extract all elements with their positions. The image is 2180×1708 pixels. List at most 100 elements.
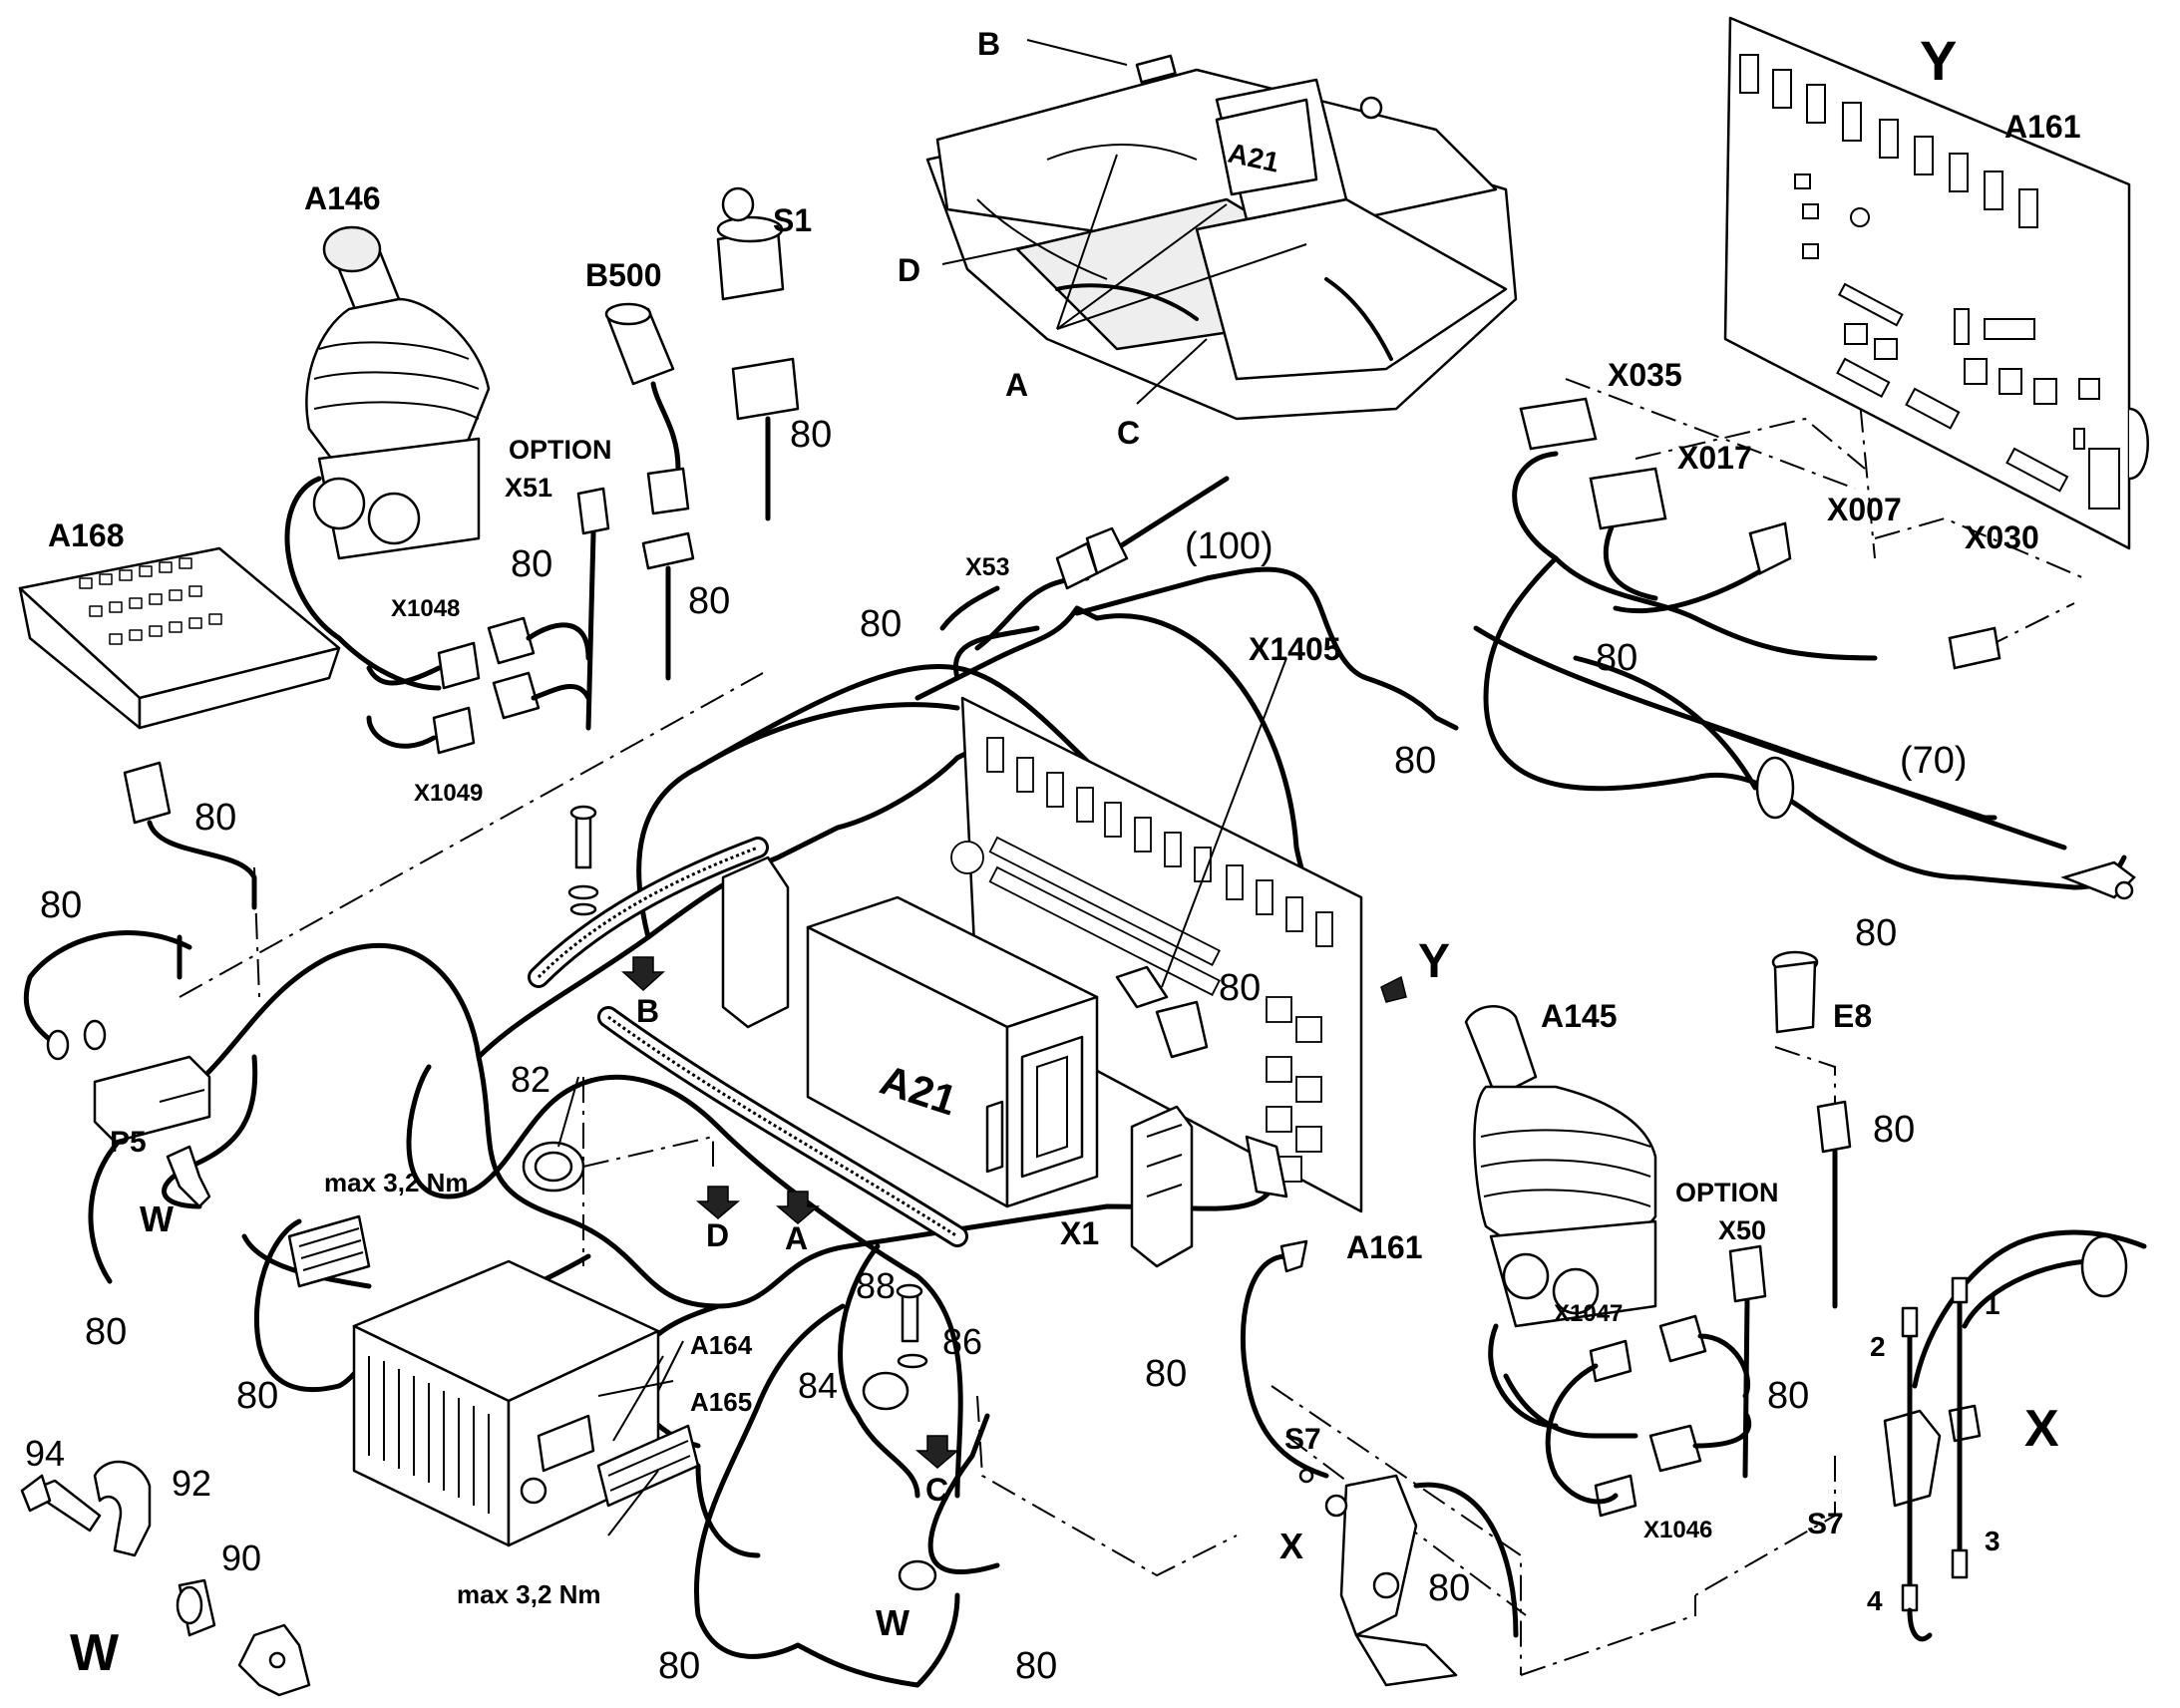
label-70: (70) <box>1900 740 1968 782</box>
label-pin-4: 4 <box>1867 1585 1883 1616</box>
w-detail <box>20 1460 311 1697</box>
wire-ref: 80 <box>1394 740 1436 782</box>
e8-lamp <box>1771 950 1852 1309</box>
wire-ref: 80 <box>511 543 552 585</box>
label-a161-top: A161 <box>2004 109 2081 145</box>
b500-sensor <box>604 302 695 681</box>
label-w-clip-1: W <box>140 1198 174 1239</box>
label-arrow-y: Y <box>1418 935 1450 988</box>
wire-ref: 80 <box>194 797 236 839</box>
label-x1047: X1047 <box>1554 1300 1623 1327</box>
label-x1046: X1046 <box>1643 1517 1712 1543</box>
label-94: 94 <box>25 1433 65 1474</box>
label-x53: X53 <box>965 553 1009 581</box>
a145-joystick <box>1464 1005 1657 1439</box>
label-s1: S1 <box>773 202 812 238</box>
label-d-top: D <box>898 252 920 288</box>
x-detail <box>1883 1229 2147 1642</box>
wire-ref: 80 <box>85 1311 127 1353</box>
label-option-2: OPTION <box>1675 1178 1779 1207</box>
pcb-a161-main <box>950 696 1363 1213</box>
direction-arrows <box>621 956 1407 1469</box>
label-s7-a: S7 <box>1284 1423 1321 1456</box>
wire-ref: 80 <box>1873 1109 1915 1151</box>
label-a146: A146 <box>304 180 381 216</box>
label-torque-1: max 3,2 Nm <box>324 1168 469 1197</box>
arrow-a <box>775 1191 821 1224</box>
wire-ref: 80 <box>1015 1645 1057 1687</box>
label-b500: B500 <box>585 257 662 293</box>
label-88: 88 <box>856 1265 896 1306</box>
label-x030: X030 <box>1965 519 2039 555</box>
label-x50: X50 <box>1718 1215 1766 1245</box>
label-option-1: OPTION <box>509 435 612 465</box>
label-x007: X007 <box>1827 492 1902 527</box>
a164-a165-controller <box>287 1214 700 1547</box>
x53-connector <box>974 476 1230 651</box>
label-arrow-d: D <box>706 1217 729 1253</box>
fasteners <box>522 805 937 1591</box>
label-a168: A168 <box>48 517 125 553</box>
arrow-c <box>914 1435 960 1469</box>
label-x1: X1 <box>1060 1215 1099 1251</box>
wire-reference-labels: 80 80 80 80 80 80 80 80 80 80 80 80 80 8… <box>40 414 1915 1687</box>
label-x1049: X1049 <box>414 780 483 807</box>
label-torque-2: max 3,2 Nm <box>457 1579 601 1609</box>
wire-ref: 80 <box>236 1375 278 1417</box>
label-p5: P5 <box>110 1126 147 1159</box>
a21-module <box>721 855 1209 1268</box>
wire-ref: 80 <box>40 884 82 926</box>
arrow-b <box>621 956 665 992</box>
label-86: 86 <box>942 1321 982 1362</box>
wire-ref: 80 <box>1145 1353 1187 1395</box>
s7-switch <box>1240 1239 1519 1687</box>
label-x-big: X <box>2024 1400 2059 1458</box>
label-arrow-a: A <box>785 1220 808 1256</box>
pcb-a161-top <box>1723 16 2149 550</box>
wire-ref: 80 <box>1428 1567 1470 1609</box>
label-82: 82 <box>511 1059 550 1100</box>
label-100: (100) <box>1185 525 1273 567</box>
s1-switch <box>716 186 800 521</box>
wire-ref: 80 <box>790 414 832 456</box>
label-pin-3: 3 <box>1985 1526 2000 1556</box>
label-s7-b: S7 <box>1807 1508 1844 1540</box>
label-x51: X51 <box>505 473 552 503</box>
labels: A146 S1 B500 OPTION X51 A168 X1048 X1049… <box>25 26 2081 1682</box>
wire-ref: 80 <box>1855 912 1897 954</box>
label-92: 92 <box>172 1463 211 1504</box>
x1048-x1049-connectors <box>366 616 591 755</box>
label-arrow-c: C <box>925 1472 948 1508</box>
arrow-y <box>1380 975 1407 1003</box>
label-x017: X017 <box>1677 440 1752 476</box>
label-pin-1: 1 <box>1985 1289 2000 1320</box>
label-x1048: X1048 <box>391 595 460 622</box>
wire-ref: 80 <box>688 580 730 622</box>
wire-ref: 80 <box>1767 1375 1809 1417</box>
right-harness <box>1473 397 2136 900</box>
arrow-d <box>695 1186 741 1219</box>
label-b-top: B <box>977 26 1000 62</box>
wire-ref: 80 <box>860 603 902 645</box>
label-a164: A164 <box>690 1330 753 1360</box>
wire-ref: 80 <box>1596 637 1637 679</box>
x50-x1046-x1047 <box>1545 1244 1767 1518</box>
label-w-big: W <box>70 1624 120 1682</box>
label-e8: E8 <box>1833 998 1872 1034</box>
label-a165: A165 <box>690 1387 752 1417</box>
label-w-clip-2: W <box>876 1602 909 1643</box>
label-c-top: C <box>1117 415 1140 451</box>
a168-panel <box>18 546 341 910</box>
corrugated-conduit <box>528 837 968 1247</box>
label-pin-2: 2 <box>1870 1331 1886 1362</box>
label-arrow-b: B <box>636 993 659 1029</box>
label-90: 90 <box>221 1537 261 1578</box>
label-x1405: X1405 <box>1249 631 1341 667</box>
wire-ref: 80 <box>1219 967 1261 1009</box>
p5-and-clip <box>23 930 258 1209</box>
label-a145: A145 <box>1541 998 1618 1034</box>
label-x-a: X <box>1279 1526 1303 1566</box>
label-a-top: A <box>1005 367 1028 403</box>
